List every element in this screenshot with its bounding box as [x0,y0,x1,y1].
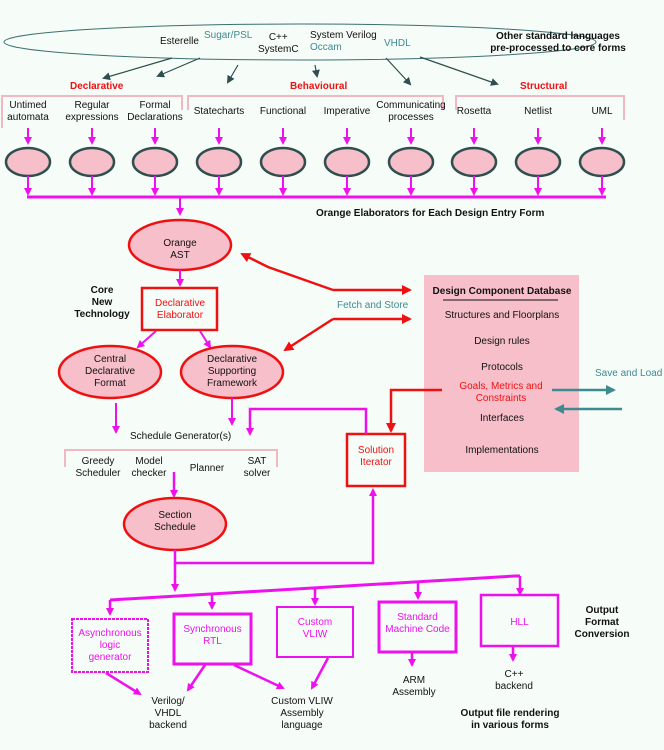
generator-greedy: Greedy Scheduler [75,456,121,479]
goals-to-iterator-arrow [386,388,442,433]
entry-form-label: Regular expressions [65,100,119,123]
elaborator-ellipse [4,146,52,178]
languages-note: Other standard languages pre-processed t… [490,31,626,54]
declarative-elaborator-label: Declarative Elaborator [154,298,206,321]
section-schedule-label: Section Schedule [154,510,196,533]
elaborator-ellipse [131,146,179,178]
elaborator-ellipse [68,146,116,178]
orange-ast-label: Orange AST [163,238,197,261]
database-item-implementations: Implementations [465,445,539,456]
converter-custom-vliw-label: Custom VLIW [297,617,333,640]
backend-verilog-vhdl: Verilog/ VHDL backend [149,696,187,731]
database-item-interfaces: Interfaces [480,413,524,424]
standard-machine-code-node [377,600,458,654]
database-title: Design Component Database [432,286,572,297]
central-declarative-format-label: Central Declarative Format [84,354,136,389]
central-declarative-format-node [57,344,163,400]
database-item-design-rules: Design rules [474,336,530,347]
entry-form-label: Statecharts [193,106,245,117]
elaborator-ellipse [323,146,371,178]
elaborator-ellipse [578,146,626,178]
language-cpp-systemc: C++ SystemC [258,32,299,55]
design-component-database [424,275,579,472]
backend-cpp: C++ backend [495,669,533,692]
save-and-load-label: Save and Load [595,368,663,379]
category-brackets [1,95,625,128]
output-rendering-label: Output file rendering in various forms [460,708,560,731]
elaborator-ellipse [514,146,562,178]
generator-planner: Planner [189,463,225,474]
generator-sat-solver: SAT solver [243,456,271,479]
entry-form-label: Imperative [323,106,371,117]
hll-node [479,593,560,648]
converter-hll-label: HLL [510,617,529,628]
synchronous-rtl-node [172,612,253,666]
entry-form-label: Rosetta [456,106,492,117]
category-structural: Structural [520,81,568,92]
entry-form-label: Formal Declarations [127,100,183,123]
declarative-elaborator-node [140,286,219,332]
schedule-generator-label: Schedule Generator(s) [130,431,232,442]
database-item-protocols: Protocols [481,362,523,373]
solution-iterator-node [345,432,407,488]
generator-model-checker: Model checker [131,456,167,479]
async-logic-generator-node [71,618,149,673]
category-declarative: Declarative [70,81,124,92]
language-esterelle: Esterelle [160,36,199,47]
language-system-verilog: System Verilog [310,30,377,41]
custom-vliw-node [276,606,354,658]
core-technology-label: Core New Technology [74,285,130,320]
language-sugar-psl: Sugar/PSL [204,30,253,41]
converter-async-label: Asynchronous logic generator [78,628,142,663]
converter-sync-rtl-label: Synchronous RTL [183,624,242,647]
declarative-supporting-framework-label: Declarative Supporting Framework [206,354,258,389]
fetch-store-arrows [240,252,412,352]
language-occam: Occam [310,42,342,53]
elaborator-ellipse [450,146,498,178]
solution-iterator-label: Solution Iterator [357,445,395,468]
elaborator-ellipse [387,146,435,178]
elaborator-ellipse [195,146,243,178]
elaborator-ellipse [259,146,307,178]
entry-form-label: Netlist [524,106,552,117]
schedule-bracket [64,449,278,467]
entry-ellipses [4,128,626,196]
elaborators-label: Orange Elaborators for Each Design Entry… [316,208,545,219]
output-format-label: Output Format Conversion [574,605,630,640]
backend-custom-vliw: Custom VLIW Assembly language [271,696,333,731]
language-vhdl: VHDL [384,38,411,49]
converter-machine-code-label: Standard Machine Code [385,612,450,635]
database-item-structures: Structures and Floorplans [444,310,560,321]
language-arrows [102,56,499,86]
backend-arm: ARM Assembly [392,675,436,698]
entry-form-label: Untimed automata [7,100,49,123]
entry-form-label: Functional [259,106,307,117]
fetch-and-store-label: Fetch and Store [337,300,409,311]
category-behavioural: Behavioural [290,81,348,92]
database-item-goals: Goals, Metrics and Constraints [459,381,543,404]
entry-form-label: UML [591,106,613,117]
output-bus [109,574,520,602]
entry-form-label: Communicating processes [376,100,446,123]
languages-ellipse [3,23,597,61]
